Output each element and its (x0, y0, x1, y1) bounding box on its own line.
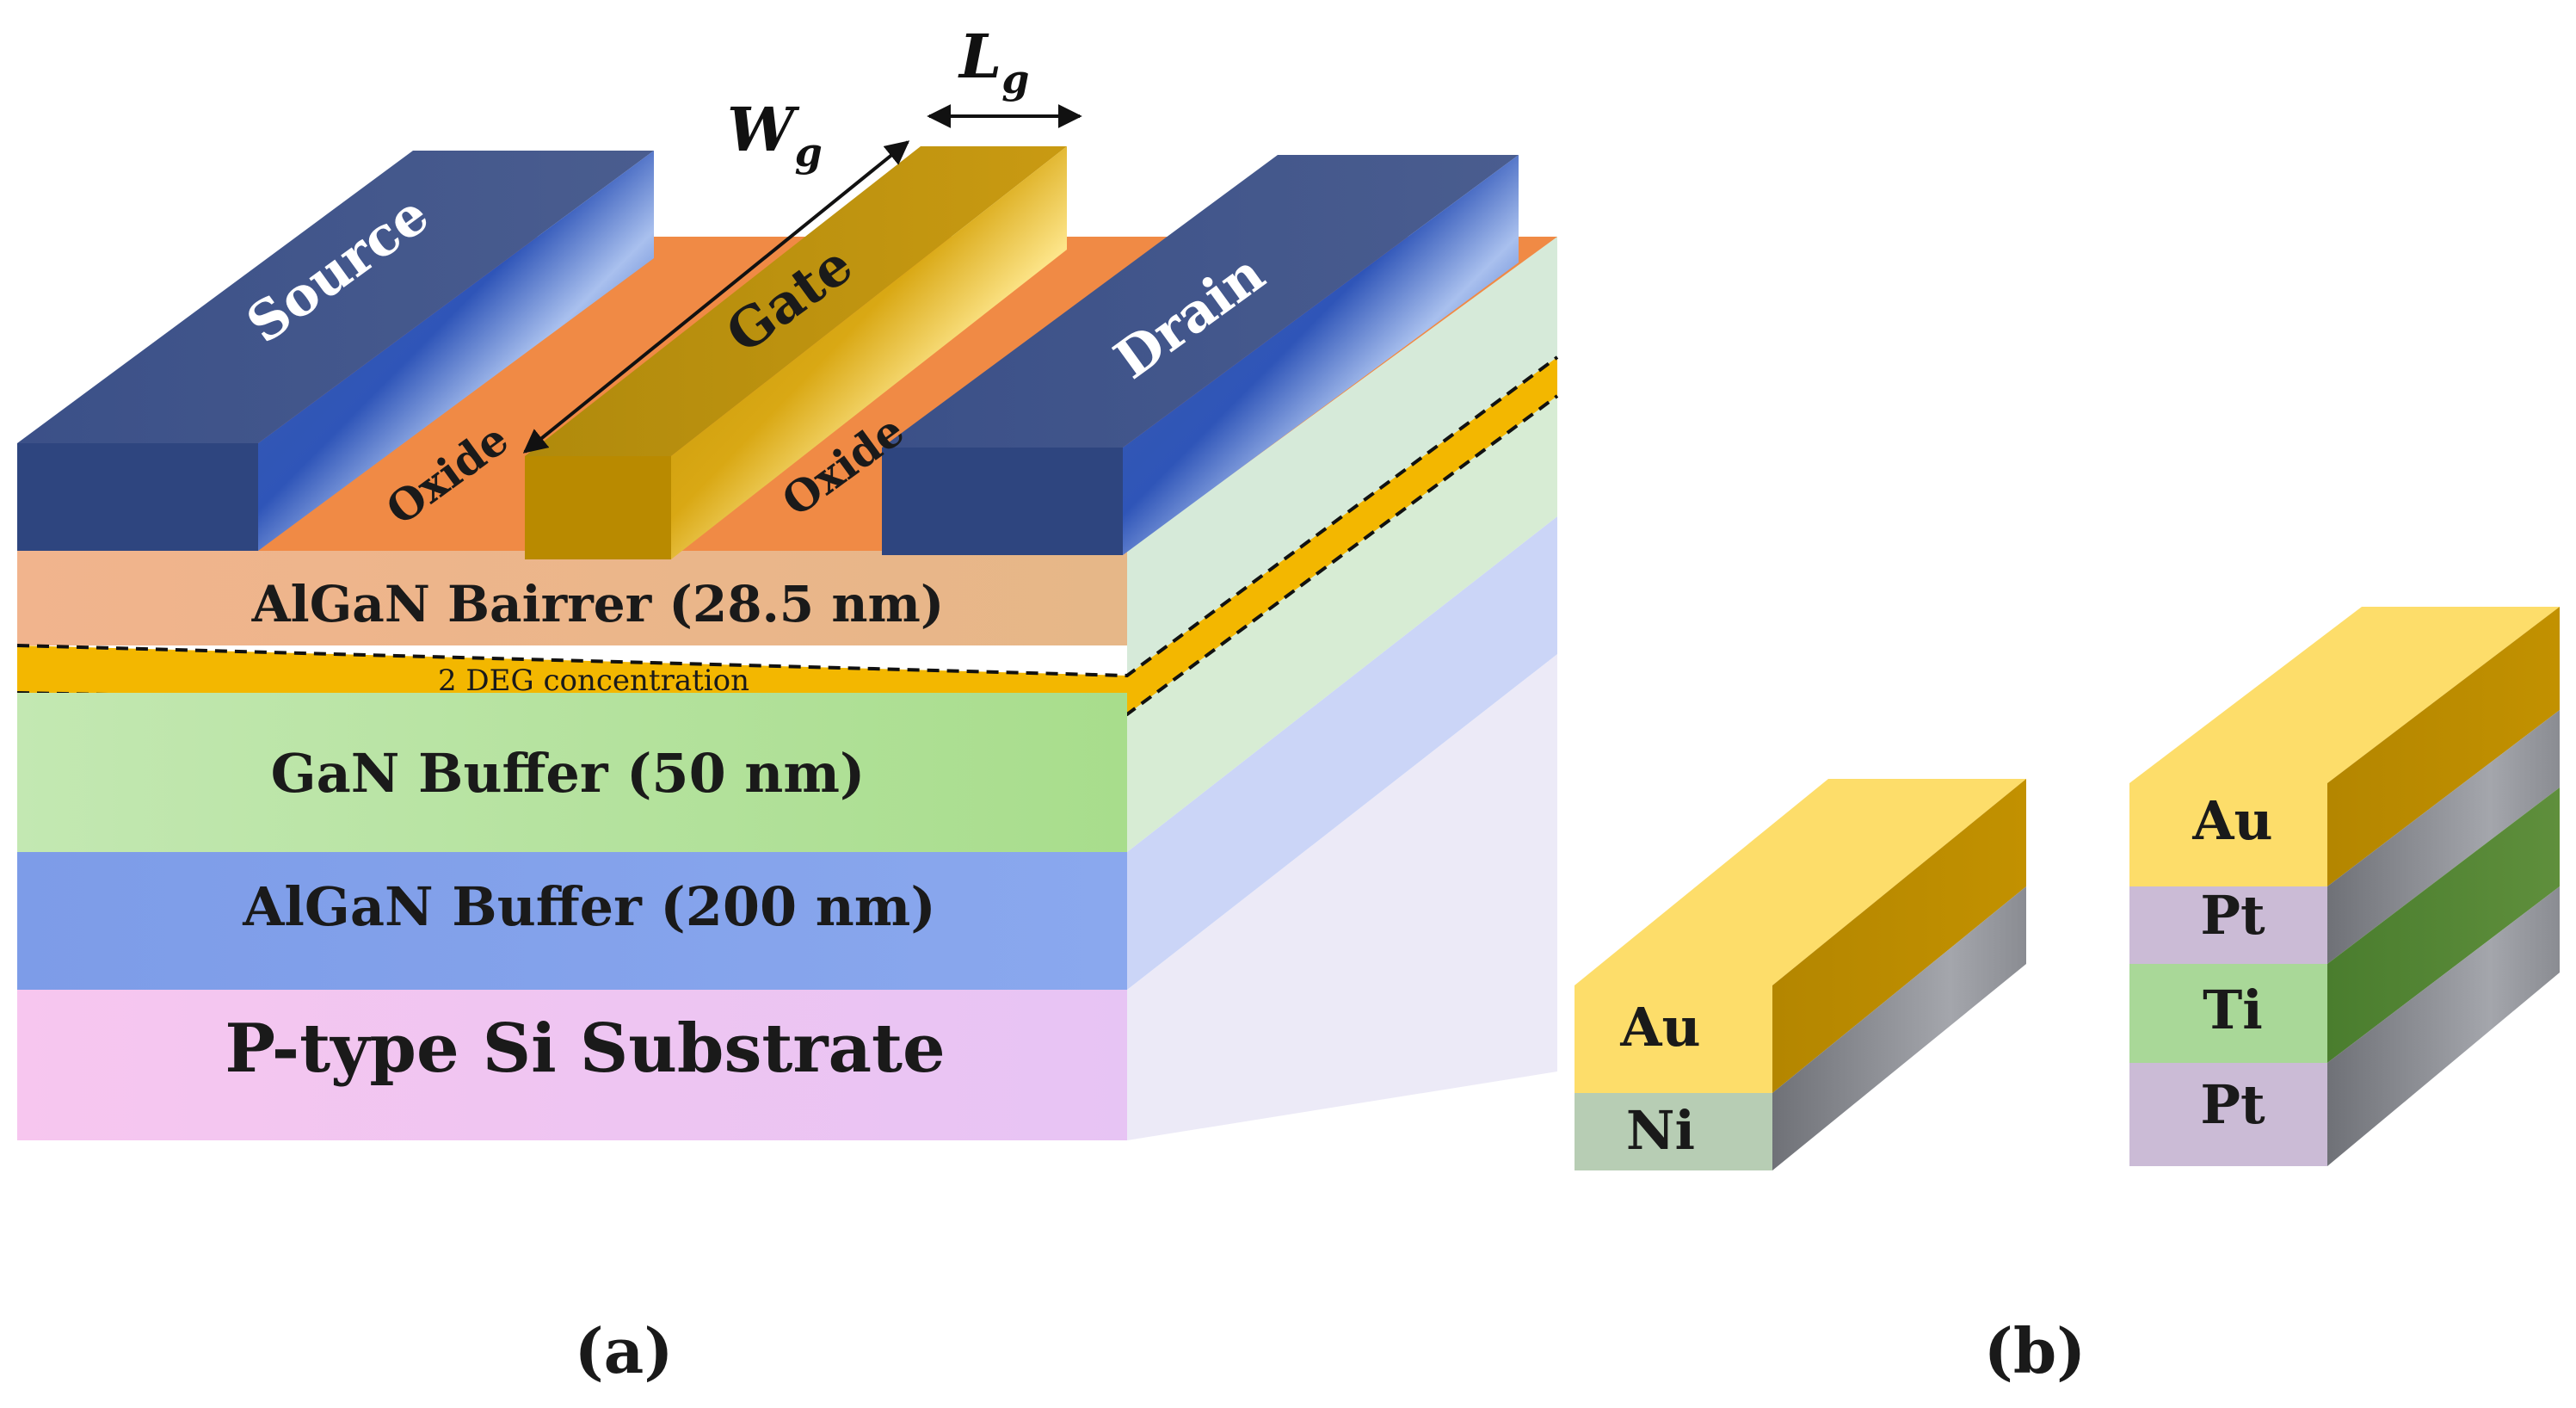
substrate-side (1127, 654, 1557, 1140)
ni-layer (1575, 1093, 1772, 1170)
barrier-side (1127, 237, 1557, 680)
ni-label-left: Ni (1626, 1099, 1695, 1162)
au-layer (1575, 985, 1772, 1093)
metal-stacks: Au Ni Au Pt Ti Pt (b) (1575, 607, 2560, 1387)
two-deg-boundary-top (16, 355, 1559, 678)
algan-buffer-label: AlGaN Buffer (200 nm) (242, 875, 935, 938)
stack-au-pt-ti-pt: Au Pt Ti Pt (2129, 607, 2560, 1166)
au-side-r (2327, 607, 2560, 886)
ni-side (1772, 886, 2026, 1170)
gate-width-symbol: Wg (727, 94, 823, 176)
gan-buffer-side (1127, 379, 1557, 852)
pt1-layer (2129, 886, 2327, 964)
ti-side (2327, 787, 2560, 1063)
au-label-right: Au (2191, 789, 2272, 852)
pt2-side (2327, 886, 2560, 1166)
two-deg-label: 2 DEG concentration (438, 664, 749, 698)
hemt-cross-section: Source Gate Drain Oxide Oxide AlGaN Bair… (16, 21, 1559, 1387)
au-layer-r (2129, 783, 2327, 886)
two-deg-side (1127, 357, 1557, 714)
barrier-label: AlGaN Bairrer (28.5 nm) (251, 575, 945, 633)
substrate-layer (17, 990, 1127, 1140)
algan-buffer-layer (17, 852, 1127, 990)
barrier-layer (17, 551, 1127, 645)
gate-width-arrow (522, 140, 910, 454)
ti-layer (2129, 964, 2327, 1063)
gan-buffer-label: GaN Buffer (50 nm) (271, 742, 866, 805)
pt1-label: Pt (2200, 884, 2265, 947)
substrate-label: P-type Si Substrate (225, 1010, 945, 1088)
au-label-left: Au (1619, 996, 1700, 1059)
ti-label: Ti (2203, 979, 2263, 1041)
algan-buffer-side (1127, 516, 1557, 990)
au-side (1772, 779, 2026, 1093)
gate-length-symbol: Lg (958, 21, 1029, 102)
gan-front-fix (17, 693, 1127, 852)
drain-electrode (882, 155, 1519, 555)
stack-au-ni: Au Ni (1575, 779, 2026, 1170)
pt2-label: Pt (2200, 1073, 2265, 1136)
caption-a: (a) (575, 1314, 674, 1387)
pt2-layer (2129, 1063, 2327, 1166)
caption-b: (b) (1984, 1314, 2086, 1387)
pt1-side (2327, 710, 2560, 964)
